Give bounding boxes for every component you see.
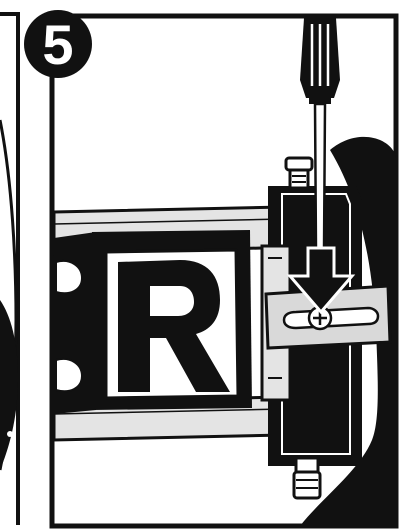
top-adjust-screw bbox=[286, 158, 312, 188]
mounting-bracket bbox=[54, 230, 252, 414]
step-number: 5 bbox=[42, 13, 73, 76]
previous-step-panel bbox=[0, 14, 20, 525]
step-badge: 5 bbox=[24, 10, 92, 78]
bottom-adjust-screw bbox=[294, 458, 320, 498]
